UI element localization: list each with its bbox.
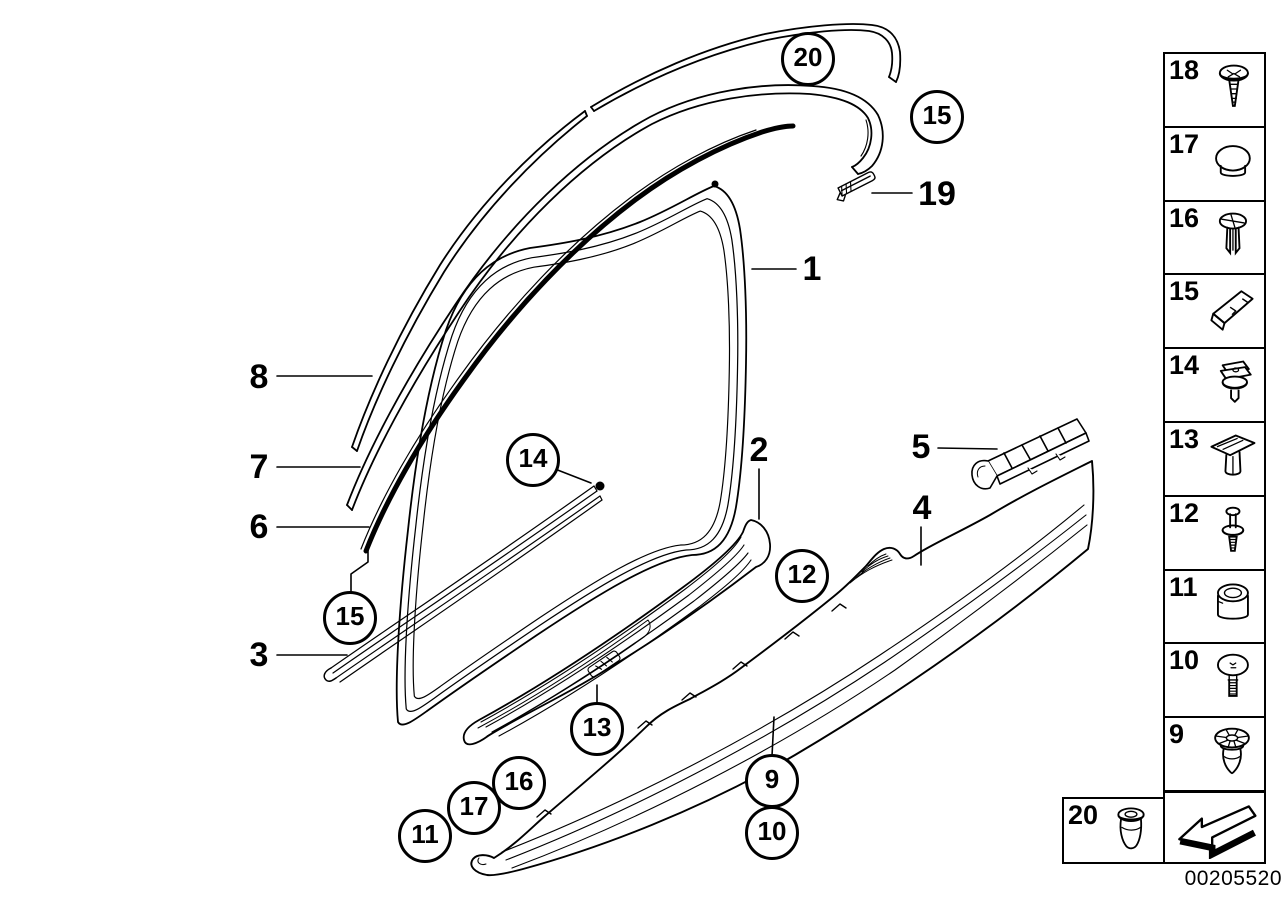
legend-item-18[interactable]: 18: [1165, 54, 1264, 126]
callout-15-left[interactable]: 15: [323, 591, 377, 645]
legend-number: 17: [1169, 128, 1200, 159]
callout-5[interactable]: 5: [911, 428, 931, 466]
flat-head-clip-icon: [1210, 434, 1256, 476]
callout-9[interactable]: 9: [745, 754, 799, 808]
drawing-number: 00205520: [1184, 867, 1282, 890]
legend-number: 10: [1169, 645, 1200, 676]
callout-12[interactable]: 12: [775, 549, 829, 603]
leader-lines: [276, 192, 998, 757]
legend-number: 11: [1169, 571, 1198, 602]
plug-cap-icon: [1215, 144, 1251, 177]
legend-item-12[interactable]: 12: [1165, 494, 1264, 569]
pillar-trim-part8: [351, 110, 588, 452]
rocker-panel-part4: [470, 460, 1095, 877]
callout-8[interactable]: 8: [249, 358, 269, 396]
direction-arrow-icon: [1178, 805, 1257, 859]
expanding-rivet-icon: [1218, 212, 1247, 256]
callout-11[interactable]: 11: [398, 809, 452, 863]
callout-10[interactable]: 10: [745, 806, 799, 860]
callout-4[interactable]: 4: [912, 489, 932, 527]
legend-item-20[interactable]: 20: [1062, 797, 1165, 864]
callout-19[interactable]: 19: [918, 175, 956, 213]
bracket-part5: [971, 418, 1090, 490]
legend-item-16[interactable]: 16: [1165, 199, 1264, 274]
callout-20[interactable]: 20: [781, 32, 835, 86]
screw-icon: [1218, 64, 1249, 107]
rubber-plug-icon: [1117, 807, 1145, 850]
callout-2[interactable]: 2: [749, 431, 769, 469]
round-head-screw-icon: [1217, 654, 1249, 698]
legend-number: 12: [1169, 497, 1200, 528]
legend-number: 15: [1169, 276, 1200, 307]
direction-arrow-box: [1163, 791, 1266, 864]
callout-15-top[interactable]: 15: [910, 90, 964, 144]
legend-item-15[interactable]: 15: [1165, 273, 1264, 347]
callout-3[interactable]: 3: [249, 636, 269, 674]
expanding-nut-icon: [1214, 727, 1250, 775]
entry-sill-strip-part2: [462, 519, 771, 746]
pillar-trim-part7: [346, 84, 884, 511]
legend-number: 14: [1169, 350, 1200, 381]
callout-17[interactable]: 17: [447, 781, 501, 835]
legend-column: 18 17 16: [1163, 52, 1266, 792]
door-edge-seal-part1: [395, 180, 748, 726]
callout-16[interactable]: 16: [492, 756, 546, 810]
metal-clip-icon: [1210, 290, 1254, 332]
legend-number: 20: [1068, 800, 1099, 830]
callout-1[interactable]: 1: [802, 250, 822, 288]
rocker-panel-clip-tabs: [536, 603, 847, 818]
legend-item-17[interactable]: 17: [1165, 125, 1264, 200]
flange-clip-icon: [1219, 360, 1252, 403]
legend-number: 9: [1169, 719, 1185, 750]
pin-rivet-icon: [1221, 506, 1245, 552]
callout-14[interactable]: 14: [506, 433, 560, 487]
legend-item-10[interactable]: 10: [1165, 642, 1264, 716]
legend-item-13[interactable]: 13: [1165, 420, 1264, 495]
callout-13[interactable]: 13: [570, 702, 624, 756]
legend-number: 18: [1169, 55, 1200, 85]
pillar-trim-part6: [360, 123, 796, 554]
clip-part19: [836, 171, 876, 202]
sill-seal-strip-part3: [323, 481, 605, 683]
grommet-icon: [1217, 583, 1249, 620]
callout-7[interactable]: 7: [249, 448, 269, 486]
legend-number: 13: [1169, 423, 1200, 454]
legend-item-9[interactable]: 9: [1165, 716, 1264, 790]
legend-number: 16: [1169, 202, 1200, 233]
legend-item-14[interactable]: 14: [1165, 347, 1264, 421]
legend-item-11[interactable]: 11: [1165, 568, 1264, 643]
roof-molding-part20: [590, 23, 902, 112]
callout-6[interactable]: 6: [249, 508, 269, 546]
bmw-badge: [587, 650, 621, 678]
clip-part14-marker: [595, 481, 605, 491]
